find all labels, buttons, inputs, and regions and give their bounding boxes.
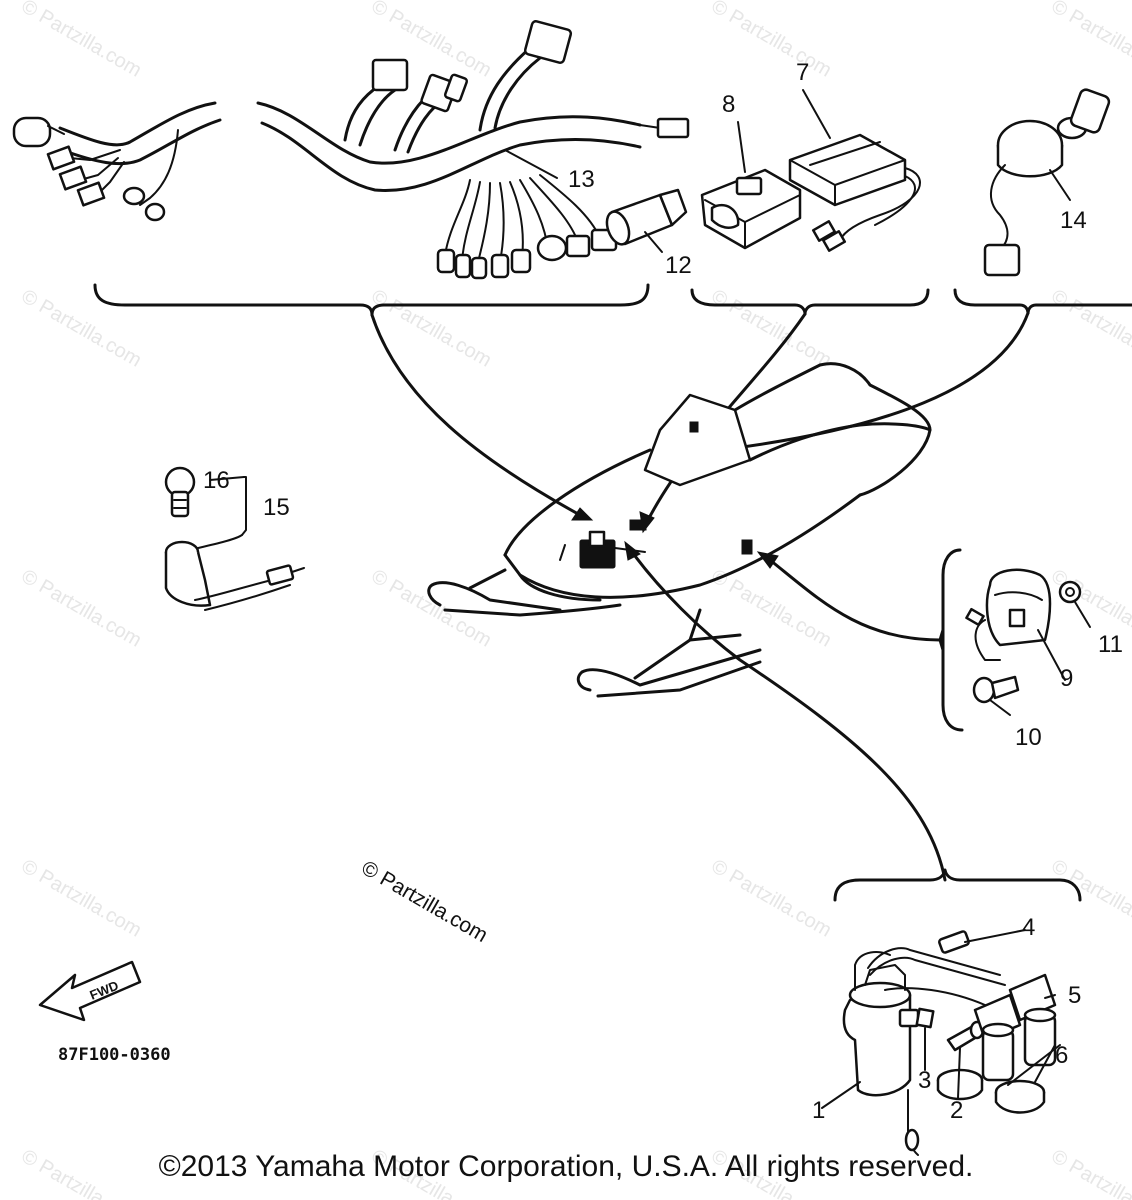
callout-6: 6 [1055, 1042, 1068, 1069]
callout-4: 4 [1022, 914, 1035, 941]
watermark-text: © Partzilla.com [368, 565, 496, 651]
callout-12: 12 [665, 252, 692, 279]
watermark-text: © Partzilla.com [18, 855, 146, 941]
callout-13: 13 [568, 166, 595, 193]
watermark-text: © Partzilla.com [18, 565, 146, 651]
callout-1: 1 [812, 1097, 825, 1124]
watermark-text: © Partzilla.com [1048, 0, 1132, 82]
callout-14: 14 [1060, 207, 1087, 234]
regulator-group-bracket [938, 548, 964, 732]
watermark-text: © Partzilla.com [708, 565, 836, 651]
bulb-illustration [164, 466, 196, 518]
ignition-coil-bracket [833, 868, 1082, 902]
bulb-socket-illustration [605, 188, 688, 246]
callout-leaders [504, 89, 1091, 1109]
watermark-text: © Partzilla.com [1048, 285, 1132, 371]
callout-15: 15 [263, 494, 290, 521]
callout-9: 9 [1060, 665, 1073, 692]
bulb-socket-with-cord-illustration [164, 476, 305, 611]
watermark-text: © Partzilla.com [708, 0, 836, 82]
callout-7: 7 [796, 59, 809, 86]
forward-arrow: FWD [38, 960, 142, 1022]
diagram-code: 87F100-0360 [58, 1045, 171, 1065]
main-switch-illustration [983, 88, 1111, 277]
callout-2: 2 [950, 1097, 963, 1124]
watermark-text: © Partzilla.com [1048, 855, 1132, 941]
watermark-text: © Partzilla.com [18, 285, 146, 371]
ignitor-unit-illustration [788, 133, 921, 252]
callout-5: 5 [1068, 982, 1081, 1009]
callout-3: 3 [918, 1067, 931, 1094]
ignitor-holder-illustration [700, 168, 802, 250]
callout-10: 10 [1015, 724, 1042, 751]
watermark-text: © Partzilla.com [18, 0, 146, 82]
regulator-illustration [965, 568, 1082, 704]
callout-labels: 1 2 3 4 5 6 7 8 9 10 11 12 13 14 15 16 [203, 59, 1123, 1124]
partzilla-watermark: © Partzilla.com [358, 856, 492, 947]
watermark-text: © Partzilla.com [368, 285, 496, 371]
ignition-coil-illustration [842, 930, 1057, 1156]
watermark-text: © Partzilla.com [708, 855, 836, 941]
group-brackets [93, 283, 1132, 317]
copyright-notice: ©2013 Yamaha Motor Corporation, U.S.A. A… [158, 1150, 974, 1183]
snowmobile-illustration [427, 362, 932, 698]
wire-harness-illustration [12, 20, 690, 280]
leader-lines [370, 311, 1030, 882]
callout-11: 11 [1098, 631, 1123, 658]
callout-8: 8 [722, 91, 735, 118]
callout-16: 16 [203, 467, 230, 494]
